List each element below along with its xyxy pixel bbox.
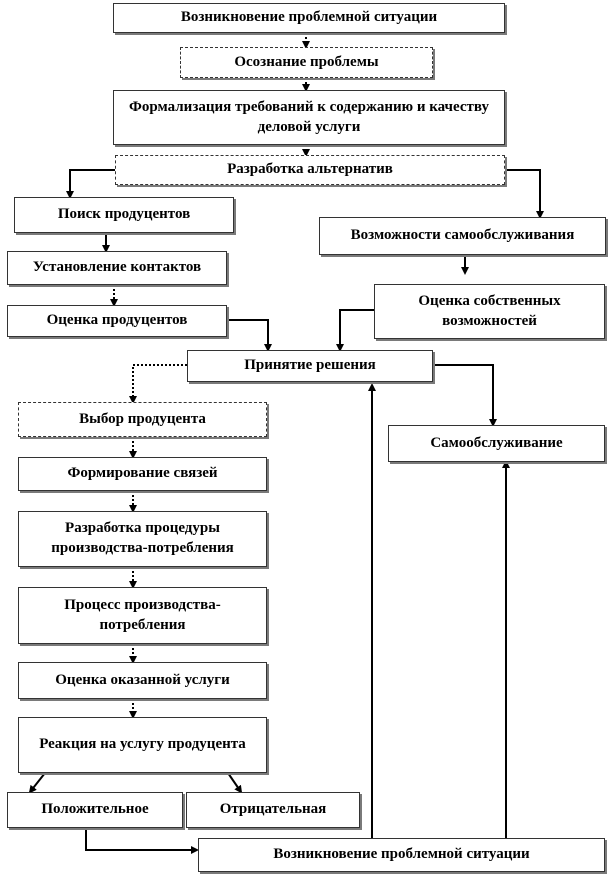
- process-box: Процесс производства-потребления: [18, 587, 267, 644]
- reaction-label: Реакция на услугу продуцента: [39, 736, 246, 753]
- arrow-decision-to-selfservice: [433, 364, 497, 427]
- problem-situation-top-label: Возникновение проблемной ситуации: [180, 9, 438, 26]
- self-service-box: Самообслуживание: [388, 425, 605, 462]
- evaluate-producers-box: Оценка продуцентов: [7, 305, 227, 337]
- procedure-dev-label: Разработка процедуры производства-потреб…: [51, 520, 234, 556]
- problem-situation-bottom-label: Возникновение проблемной ситуации: [273, 846, 530, 863]
- formalization-label: Формализация требований к содержанию и к…: [129, 98, 489, 135]
- problem-awareness-box: Осознание проблемы: [180, 47, 433, 78]
- reaction-box: Реакция на услугу продуцента: [18, 717, 267, 773]
- arrow-reaction-to-positive: [28, 772, 46, 794]
- decision-label: Принятие решения: [244, 357, 376, 374]
- own-capabilities-box: Оценка собственных возможностей: [374, 284, 605, 339]
- decision-box: Принятие решения: [187, 350, 433, 382]
- arrow-decision-to-choose: [129, 364, 187, 404]
- positive-label: Положительное: [41, 801, 149, 818]
- procedure-dev-box: Разработка процедуры производства-потреб…: [18, 511, 267, 567]
- positive-box: Положительное: [7, 792, 183, 828]
- search-producers-label: Поиск продуцентов: [57, 206, 191, 223]
- own-capabilities-label: Оценка собственных возможностей: [418, 292, 561, 329]
- establish-contacts-box: Установление контактов: [7, 251, 227, 285]
- self-service-label: Самообслуживание: [430, 434, 563, 451]
- choose-producer-label: Выбор продуцента: [79, 410, 206, 427]
- arrow-positive-to-situation: [85, 828, 199, 854]
- process-label: Процесс производства-потребления: [64, 596, 221, 633]
- search-producers-box: Поиск продуцентов: [14, 197, 234, 233]
- self-service-options-box: Возможности самообслуживания: [319, 217, 606, 255]
- problem-situation-bottom-box: Возникновение проблемной ситуации: [198, 838, 605, 872]
- arrow-alternatives-to-selfservice-options: [505, 169, 544, 219]
- alternatives-label: Разработка альтернатив: [227, 161, 393, 178]
- establish-contacts-label: Установление контактов: [32, 259, 202, 276]
- evaluate-producers-label: Оценка продуцентов: [46, 312, 188, 329]
- alternatives-box: Разработка альтернатив: [115, 155, 505, 185]
- service-evaluation-box: Оценка оказанной услуги: [18, 662, 267, 699]
- negative-box: Отрицательная: [186, 792, 360, 828]
- arrow-alternatives-to-search: [66, 169, 115, 199]
- form-connections-label: Формирование связей: [67, 465, 218, 482]
- problem-situation-top-box: Возникновение проблемной ситуации: [113, 3, 505, 33]
- problem-awareness-label: Осознание проблемы: [234, 53, 379, 70]
- negative-label: Отрицательная: [219, 801, 327, 818]
- choose-producer-box: Выбор продуцента: [18, 402, 267, 437]
- arrow-own-capabilities-to-decision: [336, 309, 374, 352]
- service-evaluation-label: Оценка оказанной услуги: [55, 671, 230, 688]
- formalization-box: Формализация требований к содержанию и к…: [113, 90, 505, 145]
- form-connections-box: Формирование связей: [18, 457, 267, 491]
- arrow-evaluate-to-decision: [227, 319, 272, 352]
- arrow-reaction-to-negative: [227, 772, 243, 794]
- self-service-options-label: Возможности самообслуживания: [350, 227, 575, 244]
